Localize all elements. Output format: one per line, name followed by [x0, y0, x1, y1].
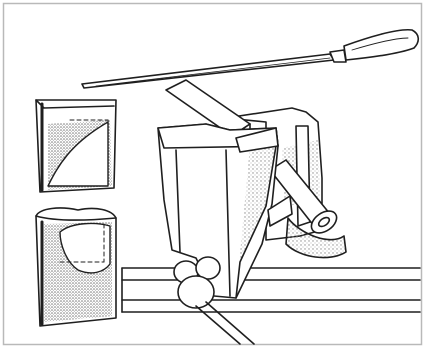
detail-bottom-piece — [36, 208, 116, 326]
detail-top-piece — [36, 100, 116, 192]
